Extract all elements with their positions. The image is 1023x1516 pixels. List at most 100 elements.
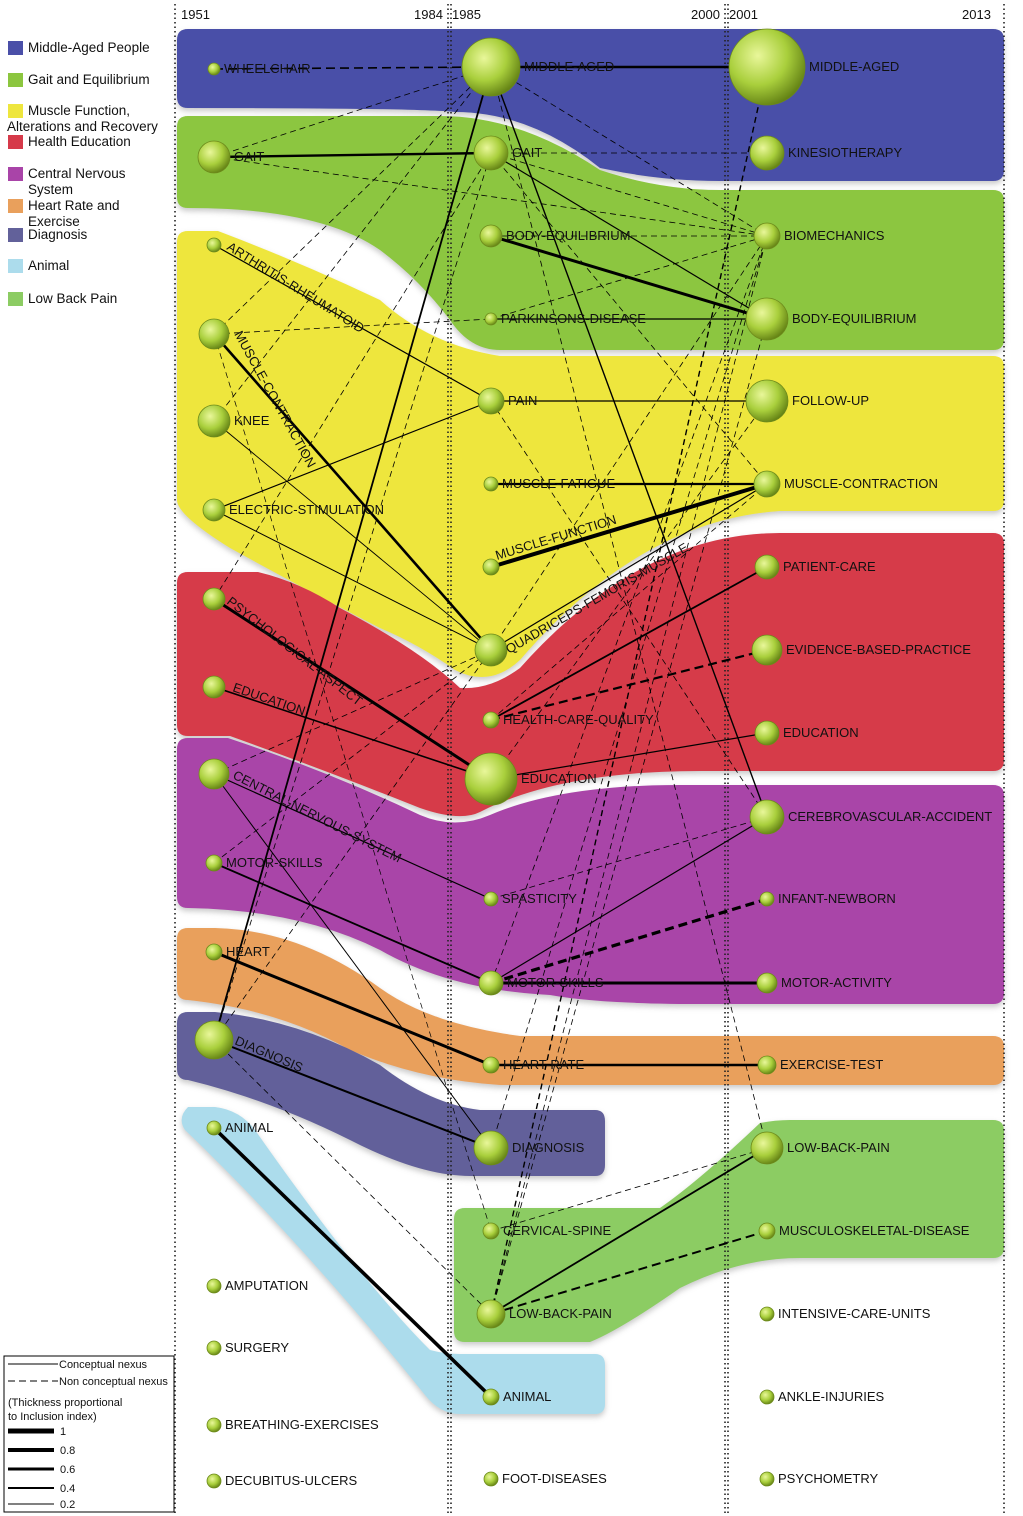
nexus-link-11: [213, 400, 492, 511]
node-p1-central-nervous-system[interactable]: [198, 758, 230, 790]
legend-label-8: Animal: [28, 258, 69, 273]
node-p3-body-equilibrium[interactable]: [745, 297, 789, 341]
nexus-link-19: [213, 862, 492, 984]
key-conceptual-label: Conceptual nexus: [59, 1359, 148, 1371]
label-p1-breathing-exercises: BREATHING-EXERCISES: [225, 1417, 379, 1432]
nexus-link-2: [213, 151, 492, 159]
node-p1-arthritis-rheumatoid[interactable]: [206, 237, 222, 253]
legend-label-7: Diagnosis: [28, 227, 88, 242]
node-p3-education[interactable]: [754, 720, 780, 746]
node-p3-middle-aged[interactable]: [728, 28, 806, 106]
node-p3-muscle-contraction[interactable]: [753, 470, 781, 498]
node-p1-breathing-exercises[interactable]: [206, 1417, 222, 1433]
node-p2-spasticity[interactable]: [483, 891, 499, 907]
node-p2-gait[interactable]: [473, 135, 509, 171]
node-p2-middle-aged[interactable]: [461, 37, 521, 97]
key-value-2: 0.8: [60, 1445, 75, 1457]
nexus-link-4: [213, 156, 768, 237]
node-p2-motor-skills[interactable]: [478, 970, 504, 996]
legend-swatch-6: [8, 199, 23, 213]
nexus-link-52: [490, 816, 768, 900]
node-p3-biomechanics[interactable]: [753, 222, 781, 250]
node-p3-musculoskeletal-disease[interactable]: [758, 1222, 776, 1240]
nexus-link-49: [490, 483, 768, 721]
node-p1-education[interactable]: [202, 675, 226, 699]
node-p3-kinesiotherapy[interactable]: [749, 135, 785, 171]
nexus-link-59: [490, 1230, 768, 1315]
node-p3-motor-activity[interactable]: [756, 972, 778, 994]
node-p2-muscle-function[interactable]: [482, 558, 500, 576]
node-p1-wheelchair[interactable]: [207, 62, 221, 76]
node-p2-diagnosis[interactable]: [473, 1130, 509, 1166]
node-p3-low-back-pain[interactable]: [750, 1131, 784, 1165]
legend-swatch-3: [8, 104, 23, 118]
node-p2-low-back-pain[interactable]: [476, 1299, 506, 1329]
label-p3-low-back-pain: LOW-BACK-PAIN: [787, 1140, 890, 1155]
node-p2-animal[interactable]: [482, 1388, 500, 1406]
label-p2-health-care-quality: HEALTH-CARE-QUALITY: [503, 712, 654, 727]
label-p3-follow-up: FOLLOW-UP: [792, 393, 869, 408]
label-p3-middle-aged: MIDDLE-AGED: [809, 59, 899, 74]
node-p3-evidence-based-practice[interactable]: [751, 634, 783, 666]
period-2-end: 2000: [691, 7, 720, 22]
node-p1-motor-skills[interactable]: [205, 854, 223, 872]
label-p2-body-equilibrium: BODY-EQUILIBRIUM: [506, 228, 631, 243]
node-p1-decubitus-ulcers[interactable]: [206, 1473, 222, 1489]
band-gait-and-equilibrium: [177, 116, 1004, 350]
node-p1-animal[interactable]: [206, 1120, 222, 1136]
node-p3-infant-newborn[interactable]: [759, 891, 775, 907]
node-p1-electric-stimulation[interactable]: [202, 498, 226, 522]
node-p3-intensive-care-units[interactable]: [759, 1306, 775, 1322]
node-p2-muscle-fatigue[interactable]: [483, 476, 499, 492]
node-p2-health-care-quality[interactable]: [482, 711, 500, 729]
node-p3-follow-up[interactable]: [745, 379, 789, 423]
legend-swatch-2: [8, 73, 23, 87]
key-value-5: 0.2: [60, 1499, 75, 1511]
node-p2-quadriceps-femoris-muscle[interactable]: [474, 633, 508, 667]
node-p3-patient-care[interactable]: [754, 554, 780, 580]
node-p3-cerebrovascular-accident[interactable]: [749, 799, 785, 835]
period-3-end: 2013: [962, 7, 991, 22]
node-p1-diagnosis[interactable]: [194, 1020, 234, 1060]
node-p3-exercise-test[interactable]: [757, 1055, 777, 1075]
node-p1-knee[interactable]: [197, 404, 231, 438]
label-p3-education: EDUCATION: [783, 725, 859, 740]
nexus-link-18: [213, 649, 492, 775]
nexus-link-12: [213, 509, 492, 651]
node-p1-psychological-aspect[interactable]: [202, 587, 226, 611]
band-health-education: [177, 533, 1004, 817]
node-p2-foot-diseases[interactable]: [483, 1471, 499, 1487]
nexus-link-17: [213, 773, 492, 1149]
nexus-link-26: [213, 1039, 492, 1315]
nexus-link-50: [490, 732, 768, 780]
node-p1-gait[interactable]: [197, 140, 231, 174]
nexus-link-40: [490, 235, 768, 320]
node-p2-parkinsons-disease[interactable]: [484, 312, 498, 326]
node-p2-cervical-spine[interactable]: [482, 1222, 500, 1240]
node-p2-heart-rate[interactable]: [482, 1056, 500, 1074]
label-p3-intensive-care-units: INTENSIVE-CARE-UNITS: [778, 1306, 931, 1321]
label-p2-education: EDUCATION: [521, 771, 597, 786]
node-p1-heart[interactable]: [205, 943, 223, 961]
label-p2-middle-aged: MIDDLE-AGED: [524, 59, 614, 74]
nexus-link-16: [213, 773, 492, 900]
label-p2-parkinsons-disease: PARKINSONS-DISEASE: [501, 311, 646, 326]
nexus-link-8: [213, 318, 492, 335]
node-p3-ankle-injuries[interactable]: [759, 1389, 775, 1405]
node-p2-body-equilibrium[interactable]: [479, 224, 503, 248]
label-p3-muscle-contraction: MUSCLE-CONTRACTION: [784, 476, 938, 491]
node-p2-pain[interactable]: [477, 387, 505, 415]
label-p2-foot-diseases: FOOT-DISEASES: [502, 1471, 607, 1486]
node-p1-amputation[interactable]: [206, 1278, 222, 1294]
nexus-link-44: [490, 482, 768, 569]
label-p3-patient-care: PATIENT-CARE: [783, 559, 876, 574]
node-p2-education[interactable]: [464, 752, 518, 806]
node-p1-surgery[interactable]: [206, 1340, 222, 1356]
nexus-link-46: [490, 235, 768, 651]
node-p3-psychometry[interactable]: [759, 1471, 775, 1487]
node-p1-muscle-contraction[interactable]: [198, 318, 230, 350]
nexus-link-51: [490, 400, 768, 780]
